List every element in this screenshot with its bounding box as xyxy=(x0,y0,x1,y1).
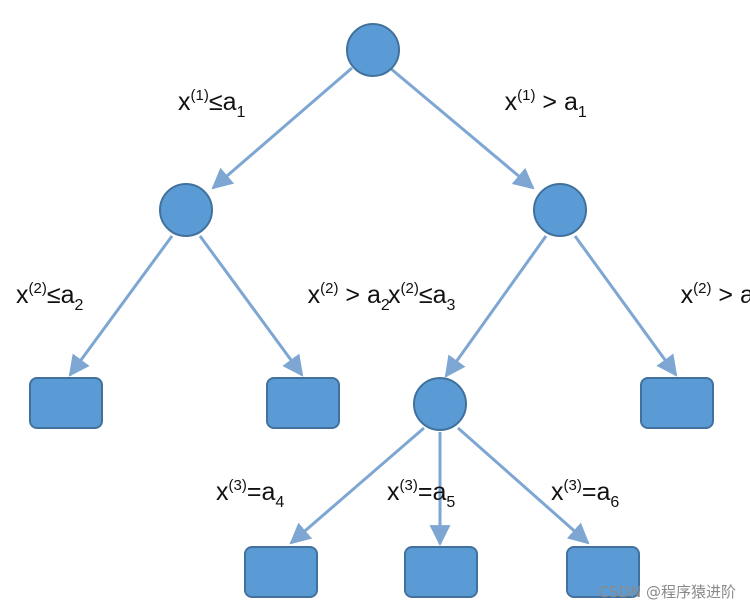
edge-label-7: x(3)=a4 xyxy=(216,477,284,511)
edge-label-6: x(2) > a3 xyxy=(632,280,750,316)
node-root xyxy=(346,23,400,77)
edge-n1-to-leaf2 xyxy=(198,235,304,377)
leaf-node-2 xyxy=(266,377,340,429)
leaf-node-6 xyxy=(566,546,640,598)
nodes xyxy=(29,23,714,598)
edge-label-1: x(1)≤a1 xyxy=(178,87,245,121)
edge-labels: x(1)≤a1 x(1) > a1 x(2)≤a2 x(2) > a2 x(2)… xyxy=(16,87,750,511)
edge-n1-to-leaf1 xyxy=(68,235,174,377)
edges xyxy=(68,66,678,547)
edge-label-2: x(1) > a1 xyxy=(456,87,622,123)
node-n3 xyxy=(413,377,467,431)
leaf-node-1 xyxy=(29,377,103,429)
watermark: CSDN @程序猿进阶 xyxy=(598,583,736,601)
leaf-node-5 xyxy=(404,546,478,598)
edge-root-to-n1 xyxy=(211,66,353,190)
edge-n2-to-leaf3 xyxy=(573,235,678,377)
edge-label-8: x(3)=a5 xyxy=(387,477,455,511)
leaf-node-4 xyxy=(244,546,318,598)
edge-label-3: x(2)≤a2 xyxy=(16,280,83,314)
edge-n3-to-leaf4 xyxy=(289,426,425,545)
edge-n2-to-n3 xyxy=(444,235,548,378)
edge-label-9: x(3)=a6 xyxy=(551,477,619,511)
node-n1 xyxy=(159,183,213,237)
edge-n3-to-leaf6 xyxy=(457,426,590,545)
leaf-node-3 xyxy=(640,377,714,429)
edge-label-4: x(2) > a2 xyxy=(259,280,425,316)
edge-root-to-n2 xyxy=(389,66,535,190)
node-n2 xyxy=(533,183,587,237)
edge-label-5: x(2)≤a3 xyxy=(388,280,455,314)
